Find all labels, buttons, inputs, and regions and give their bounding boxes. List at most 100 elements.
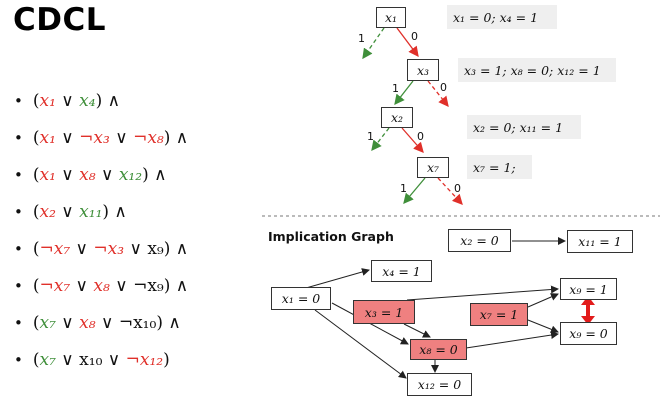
tree-edge-label: 1 (400, 182, 407, 195)
clause-operator: ∨ (55, 165, 80, 185)
clause-operator: ) ∧ (163, 128, 189, 148)
clause-operator: ∨ (55, 91, 80, 111)
clause-operator: ( (32, 202, 40, 222)
clause-operator: x₉ (147, 239, 164, 259)
implication-graph-label: Implication Graph (268, 229, 394, 244)
tree-node-x7: x₇ (417, 157, 449, 178)
ig-node-x1: x₁ = 0 (271, 287, 331, 310)
ig-edge-x7-x9a (527, 293, 559, 308)
assignment-note: x₂ = 0; x₁₁ = 1 (467, 115, 581, 139)
clause-operator: ∨ (55, 202, 80, 222)
ig-edge-x7-x9b (527, 319, 559, 334)
bullet-icon: • (14, 351, 23, 369)
tree-edge-x2-x7 (401, 127, 424, 153)
bullet-icon: • (14, 314, 23, 332)
ig-edge-x1-x4 (305, 268, 370, 289)
clause-operator: ∨ (55, 128, 80, 148)
tree-edge-x1-x3 (396, 27, 419, 58)
tree-edge-x1-left (362, 27, 385, 60)
clause-operator: ) ∧ (163, 239, 189, 259)
clause-operator: ( (32, 91, 40, 111)
page-title: CDCL (13, 2, 106, 38)
ig-edge-x3-x8 (403, 323, 431, 338)
clause-literal: ¬x₇ (39, 239, 71, 259)
clause-literal: x₁₂ (118, 165, 143, 185)
tree-edge-label: 1 (367, 130, 374, 143)
clause-item: •(x₇ ∨ x₁₀ ∨ ¬x₁₂) (14, 345, 188, 382)
bullet-icon: • (14, 240, 23, 258)
assignment-note: x₁ = 0; x₄ = 1 (447, 5, 557, 29)
ig-node-x9-true: x₉ = 1 (560, 278, 617, 300)
clause-operator: ) ∧ (95, 91, 121, 111)
tree-node-x2: x₂ (381, 107, 413, 128)
clause-literal: x₂ (39, 202, 56, 222)
clause-literal: x₁ (39, 165, 56, 185)
clause-literal: x₁ (39, 91, 56, 111)
assignment-note: x₃ = 1; x₈ = 0; x₁₂ = 1 (458, 58, 616, 82)
ig-edge-x8-x9b (465, 331, 559, 349)
clause-operator: ∨ (102, 350, 126, 370)
clause-item: •(x₇ ∨ x₈ ∨ ¬x₁₀) ∧ (14, 308, 188, 345)
tree-node-x3: x₃ (407, 59, 439, 81)
clause-operator: ∨ (55, 313, 80, 333)
clause-operator: ) ∧ (102, 202, 127, 222)
ig-node-x3: x₃ = 1 (353, 300, 415, 324)
clause-operator: ∨ (95, 165, 119, 185)
tree-edge-label: 0 (417, 130, 424, 143)
clause-item: •(¬x₇ ∨ ¬x₃ ∨ x₉) ∧ (14, 234, 188, 271)
clause-operator: ( (32, 350, 40, 370)
clause-literal: x₇ (39, 350, 56, 370)
tree-edge-x2-left (371, 127, 390, 152)
clause-operator: ( (32, 313, 40, 333)
clause-operator: ( (32, 276, 40, 296)
tree-edge-x3-x2 (394, 80, 414, 106)
assignment-note: x₇ = 1; (467, 155, 532, 179)
tree-edge-label: 1 (392, 82, 399, 95)
bullet-icon: • (14, 166, 23, 184)
ig-node-x4: x₄ = 1 (371, 260, 432, 282)
clause-item: •(x₁ ∨ ¬x₃ ∨ ¬x₈) ∧ (14, 123, 188, 160)
tree-edge-label: 0 (411, 30, 418, 43)
clause-item: • (x₁ ∨ x₄) ∧ (14, 86, 188, 123)
clause-literal: x₁ (39, 128, 56, 148)
clause-item: • (¬x₇ ∨ x₈ ∨ ¬x₉) ∧ (14, 271, 188, 308)
clause-operator: ¬x₁₀ (118, 313, 157, 333)
clause-operator: ∨ (70, 239, 94, 259)
clause-literal: ¬x₈ (133, 128, 164, 148)
clause-operator: ∨ (124, 239, 148, 259)
conflict-arrow-icon (581, 296, 595, 325)
clause-operator: ∨ (55, 350, 80, 370)
ig-node-x2: x₂ = 0 (448, 229, 511, 252)
clause-operator: ∨ (70, 276, 94, 296)
clause-item: •(x₂ ∨ x₁₁) ∧ (14, 197, 188, 234)
ig-node-x8: x₈ = 0 (410, 339, 467, 360)
clause-operator: x₁₀ (79, 350, 103, 370)
clause-literal: ¬x₃ (79, 128, 110, 148)
bullet-icon: • (14, 92, 23, 110)
ig-edge-x1-x12 (314, 309, 407, 379)
clause-literal: x₇ (39, 313, 56, 333)
clause-literal: ¬x₇ (39, 276, 71, 296)
ig-node-x7: x₇ = 1 (470, 303, 528, 326)
ig-node-x12: x₁₂ = 0 (407, 373, 472, 396)
tree-node-x1: x₁ (376, 7, 406, 28)
clause-literal: ¬x₃ (93, 239, 125, 259)
clause-operator: ) ∧ (163, 276, 189, 296)
bullet-icon: • (14, 277, 23, 295)
tree-edge-label: 0 (440, 81, 447, 94)
clause-list: •(x₁ ∨ x₄) ∧•(x₁ ∨ ¬x₃ ∨ ¬x₈) ∧•(x₁ ∨ x₈… (14, 86, 188, 382)
ig-node-x9-false: x₉ = 0 (560, 322, 617, 345)
clause-operator: ∨ (95, 313, 119, 333)
clause-item: •(x₁ ∨ x₈ ∨ x₁₂) ∧ (14, 160, 188, 197)
clause-literal: x₄ (79, 91, 96, 111)
clause-operator: ) ∧ (156, 313, 181, 333)
ig-node-x11: x₁₁ = 1 (567, 230, 633, 253)
bullet-icon: • (14, 129, 23, 147)
tree-edge-label: 0 (454, 182, 461, 195)
clause-literal: x₈ (93, 276, 110, 296)
bullet-icon: • (14, 203, 23, 221)
clause-operator: ∨ (109, 276, 134, 296)
tree-edge-x7-right (437, 177, 463, 205)
clause-operator: ¬x₉ (133, 276, 164, 296)
